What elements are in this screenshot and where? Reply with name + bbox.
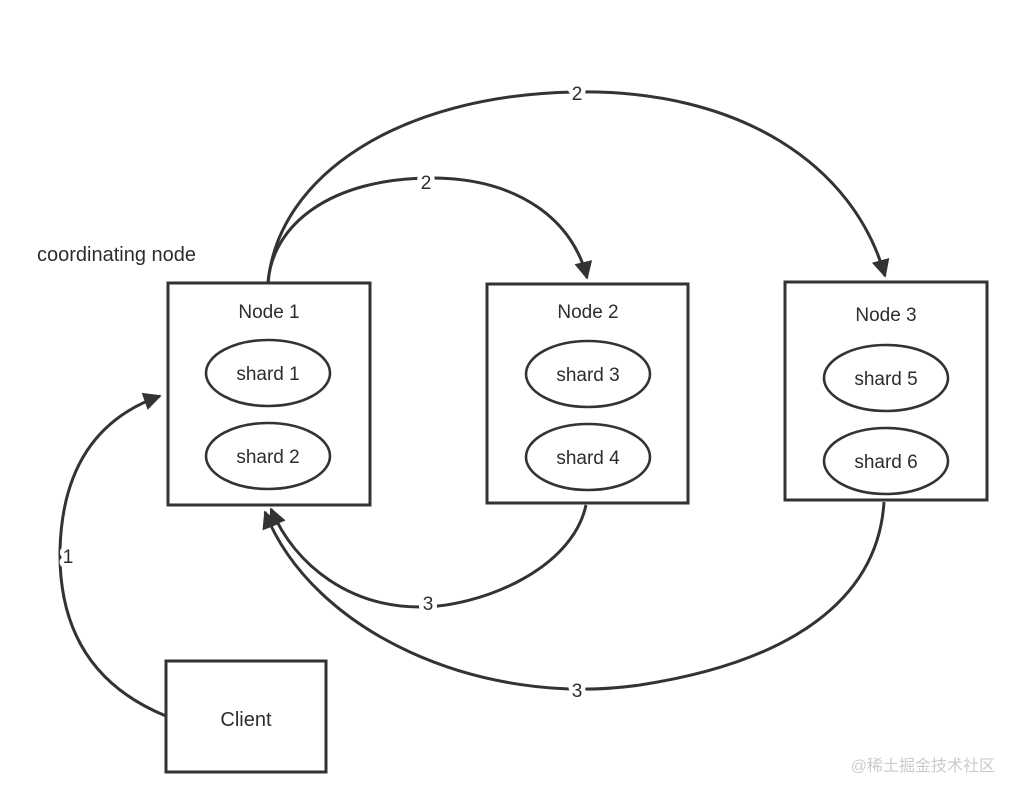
arrow-client-to-node1: [58, 392, 167, 718]
shard1-ellipse: [204, 338, 332, 408]
node3-group: Node 3 shard 5 shard 6: [783, 280, 989, 502]
shard3-label: shard 3: [556, 365, 619, 386]
arrow-label-2-outer: 2: [572, 84, 583, 105]
arrow-label-1: 1: [63, 547, 74, 568]
arrow-label-2-inner: 2: [421, 173, 432, 194]
arrow-node1-to-node3: [266, 90, 890, 284]
node1-group: Node 1 shard 1 shard 2: [166, 281, 372, 507]
node2-group: Node 2 shard 3 shard 4: [485, 282, 690, 505]
client-label: Client: [220, 709, 272, 731]
shard3-ellipse: [524, 339, 652, 409]
arrow-node1-to-node2: [266, 176, 593, 284]
shard4-ellipse: [524, 422, 652, 492]
arrow-label-3-inner: 3: [423, 594, 434, 615]
shard2-ellipse: [204, 421, 332, 491]
shard6-label: shard 6: [854, 452, 917, 473]
node3-title: Node 3: [855, 305, 916, 326]
arrow-node3-to-node1: [262, 501, 886, 691]
node1-title: Node 1: [238, 302, 299, 323]
arrow-label-3-outer: 3: [572, 681, 583, 702]
shard5-ellipse: [822, 343, 950, 413]
shard1-label: shard 1: [236, 364, 299, 385]
shard5-label: shard 5: [854, 369, 917, 390]
coordinating-node-label: coordinating node: [37, 244, 196, 266]
client-group: Client: [164, 659, 328, 774]
shard4-label: shard 4: [556, 448, 620, 469]
watermark-text: @稀土掘金技术社区: [851, 757, 995, 775]
node2-title: Node 2: [557, 302, 618, 323]
shard6-ellipse: [822, 426, 950, 496]
arrow-node2-to-node1: [269, 504, 588, 609]
client-box: [164, 659, 328, 774]
shard2-label: shard 2: [236, 447, 299, 468]
